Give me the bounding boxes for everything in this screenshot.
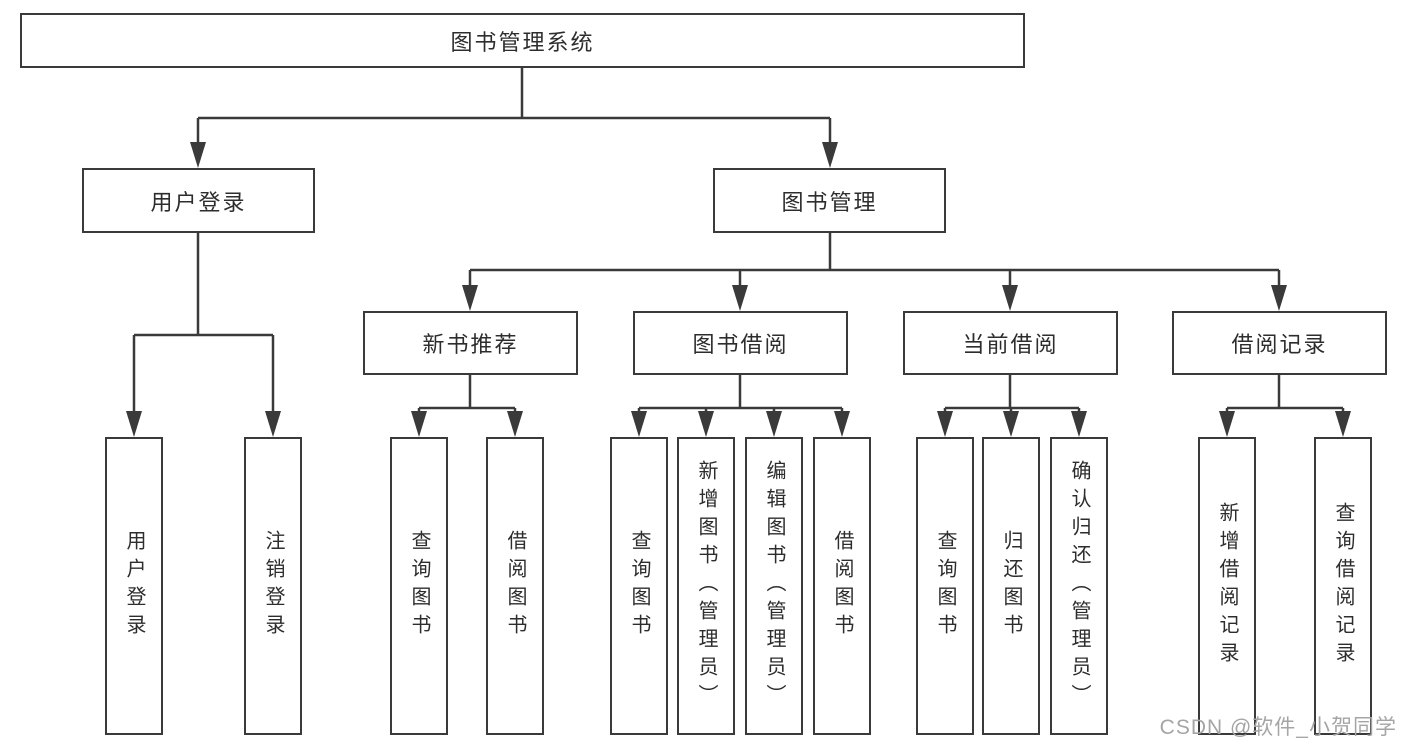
- leaf-borrowing-add-books-admin: 新增图书（管理员）: [677, 437, 735, 735]
- leaf-current-query-books: 查询图书: [916, 437, 974, 735]
- leaf-current-confirm-return-admin: 确认归还（管理员）: [1050, 437, 1108, 735]
- node-root: 图书管理系统: [20, 13, 1025, 68]
- leaf-records-add-record: 新增借阅记录: [1198, 437, 1256, 735]
- watermark-csdn: CSDN @软件_小贺同学: [1159, 716, 1397, 739]
- leaf-records-query-record: 查询借阅记录: [1314, 437, 1372, 735]
- leaf-newbook-borrow-books: 借阅图书: [486, 437, 544, 735]
- node-user-login: 用户登录: [82, 168, 315, 233]
- node-current-borrowing: 当前借阅: [903, 311, 1118, 375]
- leaf-newbook-query-books: 查询图书: [390, 437, 448, 735]
- leaf-user-login: 用户登录: [105, 437, 163, 735]
- leaf-borrowing-edit-books-admin: 编辑图书（管理员）: [745, 437, 803, 735]
- leaf-current-return-books: 归还图书: [982, 437, 1040, 735]
- leaf-borrowing-borrow-books: 借阅图书: [813, 437, 871, 735]
- node-new-book-recommend: 新书推荐: [363, 311, 578, 375]
- leaf-borrowing-query-books: 查询图书: [610, 437, 668, 735]
- node-borrowing-records: 借阅记录: [1172, 311, 1387, 375]
- node-book-management: 图书管理: [713, 168, 946, 233]
- node-book-borrowing: 图书借阅: [633, 311, 848, 375]
- leaf-logout: 注销登录: [244, 437, 302, 735]
